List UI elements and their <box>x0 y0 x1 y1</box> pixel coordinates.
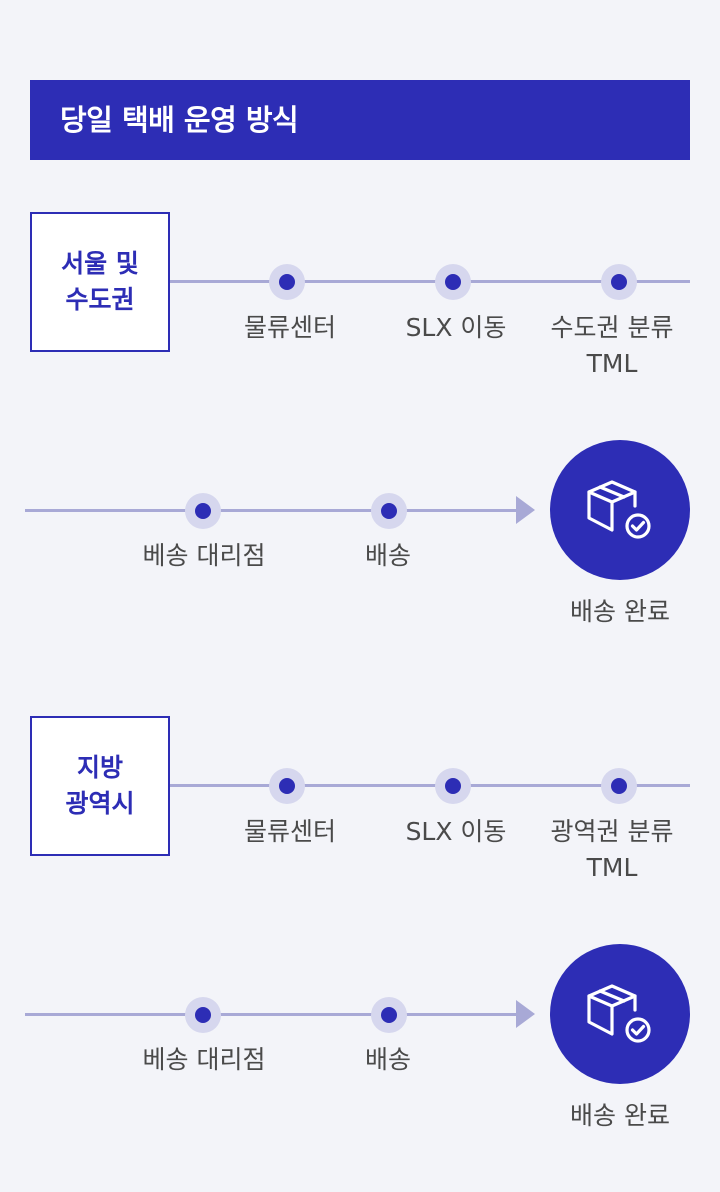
step-label: 베송 대리점 <box>142 1045 266 1074</box>
timeline-line <box>166 280 690 283</box>
timeline-dot-icon <box>269 768 305 804</box>
step-label: SLX 이동 <box>405 313 507 342</box>
timeline-dot-icon <box>601 264 637 300</box>
step-label: 광역권 분류 TML <box>550 817 674 882</box>
timeline-line <box>25 509 525 512</box>
completion-circle <box>550 944 690 1084</box>
timeline-dot-icon <box>185 493 221 529</box>
timeline-dot-icon <box>371 493 407 529</box>
arrow-right-icon <box>516 1000 535 1028</box>
step-label: 수도권 분류 TML <box>550 313 674 378</box>
title-banner: 당일 택배 운영 방식 <box>30 80 690 160</box>
completion-circle <box>550 440 690 580</box>
timeline-line <box>25 1013 525 1016</box>
region-box: 지방 광역시 <box>30 716 170 856</box>
completion-label: 배송 완료 <box>570 1101 670 1130</box>
package-check-icon <box>587 480 651 539</box>
timeline-dot-icon <box>371 997 407 1033</box>
timeline-dot-icon <box>435 264 471 300</box>
arrow-right-icon <box>516 496 535 524</box>
step-label: SLX 이동 <box>405 817 507 846</box>
timeline-dot-icon <box>601 768 637 804</box>
step-label: 물류센터 <box>243 817 336 846</box>
region-box: 서울 및 수도권 <box>30 212 170 352</box>
region-label: 지방 광역시 <box>65 753 135 818</box>
timeline-dot-icon <box>435 768 471 804</box>
step-label: 물류센터 <box>243 313 336 342</box>
timeline-line <box>166 784 690 787</box>
region-label: 서울 및 수도권 <box>61 249 139 314</box>
step-label: 배송 <box>364 1045 411 1074</box>
package-check-icon <box>587 984 651 1043</box>
step-label: 배송 <box>364 541 411 570</box>
step-label: 베송 대리점 <box>142 541 266 570</box>
timeline-dot-icon <box>185 997 221 1033</box>
completion-label: 배송 완료 <box>570 597 670 626</box>
page-title: 당일 택배 운영 방식 <box>60 103 299 137</box>
timeline-dot-icon <box>269 264 305 300</box>
